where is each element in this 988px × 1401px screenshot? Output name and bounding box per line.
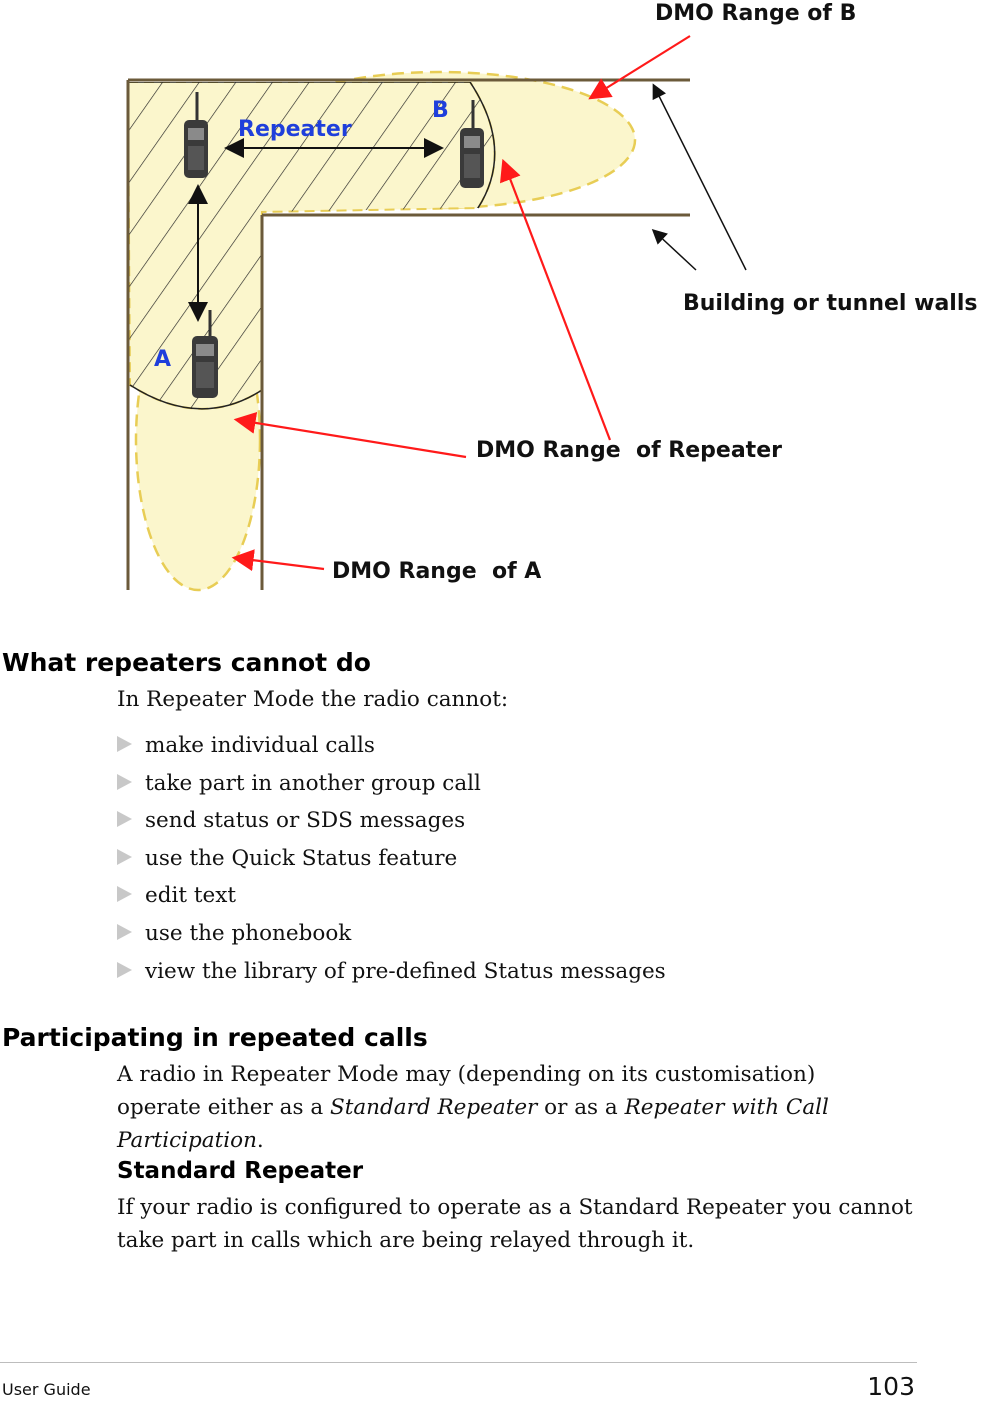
label-dmo-range-repeater: DMO Range of Repeater xyxy=(476,438,782,463)
list-item: take part in another group call xyxy=(117,767,666,805)
list-item: make individual calls xyxy=(117,729,666,767)
bullet-triangle-icon xyxy=(117,923,132,940)
heading-standard-repeater: Standard Repeater xyxy=(117,1158,364,1184)
wall-arrow-1 xyxy=(652,83,747,271)
bullet-triangle-icon xyxy=(117,961,132,978)
dmo-range-repeater-arrow-2 xyxy=(233,411,467,459)
radio-icon xyxy=(192,310,218,398)
bullet-triangle-icon xyxy=(117,773,132,790)
radio-icon xyxy=(184,92,208,178)
footer-divider xyxy=(0,1362,917,1363)
dmo-range-repeater-arrow-1 xyxy=(500,158,612,441)
radio-icon xyxy=(460,100,484,188)
bullet-triangle-icon xyxy=(117,811,132,828)
page-number: 103 xyxy=(867,1372,915,1401)
cannot-intro: In Repeater Mode the radio cannot: xyxy=(117,687,509,712)
label-repeater: Repeater xyxy=(238,117,352,142)
label-dmo-range-a: DMO Range of A xyxy=(332,559,541,584)
list-item: use the phonebook xyxy=(117,917,666,955)
list-item: view the library of pre-defined Status m… xyxy=(117,955,666,993)
dmo-range-b-arrow xyxy=(588,35,691,100)
standard-repeater-paragraph: If your radio is configured to operate a… xyxy=(117,1195,913,1253)
participating-paragraph: A radio in Repeater Mode may (depending … xyxy=(117,1062,829,1153)
list-item: use the Quick Status feature xyxy=(117,842,666,880)
list-item: edit text xyxy=(117,879,666,917)
list-item: send status or SDS messages xyxy=(117,804,666,842)
label-dmo-range-b: DMO Range of B xyxy=(655,1,856,26)
heading-what-repeaters-cannot-do: What repeaters cannot do xyxy=(2,648,371,677)
cannot-list: make individual calls take part in anoth… xyxy=(117,729,666,992)
bullet-triangle-icon xyxy=(117,736,132,752)
dmo-range-a-arrow xyxy=(231,549,325,572)
wall-arrow-2 xyxy=(651,228,697,271)
footer-doc-title: User Guide xyxy=(2,1380,91,1399)
label-walls: Building or tunnel walls xyxy=(683,291,977,316)
bullet-triangle-icon xyxy=(117,886,132,903)
repeater-range-diagram: DMO Range of B Repeater B A Building or … xyxy=(126,1,977,592)
label-b: B xyxy=(432,98,449,123)
bullet-triangle-icon xyxy=(117,848,132,865)
heading-participating-in-repeated-calls: Participating in repeated calls xyxy=(2,1023,428,1052)
label-a: A xyxy=(154,347,171,372)
